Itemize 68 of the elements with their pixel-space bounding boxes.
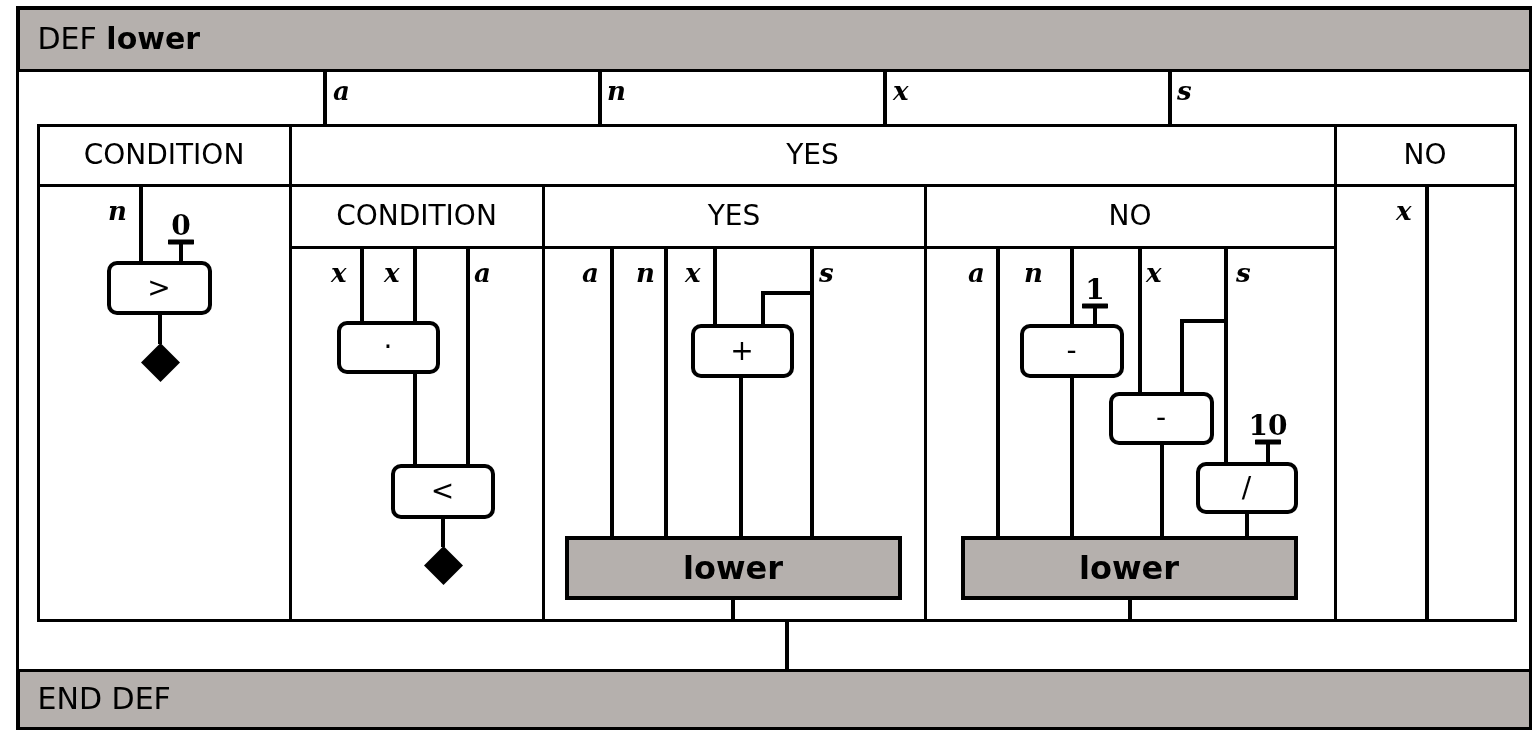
constant-value: 1 [1084, 264, 1106, 308]
column-heading: NO [1108, 202, 1152, 230]
wire [139, 185, 143, 262]
wire [466, 247, 470, 465]
variable-label: a [474, 260, 491, 286]
column-heading: CONDITION [83, 141, 245, 169]
operator-box: > [106, 260, 212, 315]
variable-label: s [819, 260, 834, 286]
wire [731, 598, 735, 620]
wire [158, 313, 162, 344]
wire [1080, 303, 1110, 325]
variable-label: x [685, 260, 701, 286]
variable-label: x [331, 260, 347, 286]
wire [664, 247, 668, 537]
variable-label: n [607, 78, 626, 104]
constant-value: 10 [1244, 402, 1292, 444]
column-heading: YES [786, 141, 839, 169]
footer-band: END DEF [16, 668, 1532, 730]
variable-label: s [1236, 260, 1251, 286]
variable-label: x [1146, 260, 1162, 286]
wire [360, 247, 364, 322]
wire [1168, 70, 1172, 125]
wire [166, 239, 196, 262]
variable-label: n [108, 198, 127, 224]
operator-box: / [1195, 461, 1298, 514]
wire [413, 247, 417, 322]
wire [1138, 247, 1142, 393]
variable-label: x [1396, 198, 1412, 224]
operator-box: - [1108, 391, 1214, 445]
wire [1245, 512, 1249, 537]
variable-label: a [333, 78, 350, 104]
wire [1128, 598, 1132, 620]
wire [996, 247, 1000, 537]
output-diamond [140, 342, 180, 382]
wire [610, 247, 614, 537]
function-call-box: lower [960, 535, 1298, 600]
wire [739, 376, 743, 537]
wire [323, 70, 327, 125]
column-heading: NO [1403, 141, 1447, 169]
variable-label: n [1024, 260, 1043, 286]
column-heading: CONDITION [336, 202, 497, 230]
wire [1070, 247, 1074, 325]
wire [1253, 439, 1283, 463]
operator-box: < [390, 463, 495, 519]
header-band: DEF lower [16, 6, 1532, 72]
wire [441, 517, 445, 547]
operator-box: · [336, 320, 440, 374]
constant-value: 0 [166, 198, 196, 244]
operator-box: + [690, 323, 794, 378]
wire [1070, 376, 1074, 537]
variable-label: x [893, 78, 909, 104]
variable-label: s [1177, 78, 1192, 104]
wire [413, 372, 417, 465]
function-call-box: lower [564, 535, 902, 600]
output-diamond [423, 545, 463, 585]
wire [1425, 185, 1429, 620]
wire [883, 70, 887, 125]
variable-label: a [968, 260, 985, 286]
variable-label: x [384, 260, 400, 286]
operator-box: - [1019, 323, 1124, 378]
column-heading: YES [707, 202, 761, 230]
wire [785, 620, 789, 670]
wire [598, 70, 602, 125]
wire [1160, 443, 1164, 537]
wire [713, 247, 717, 325]
variable-label: n [636, 260, 655, 286]
wire [810, 247, 814, 537]
variable-label: a [582, 260, 599, 286]
